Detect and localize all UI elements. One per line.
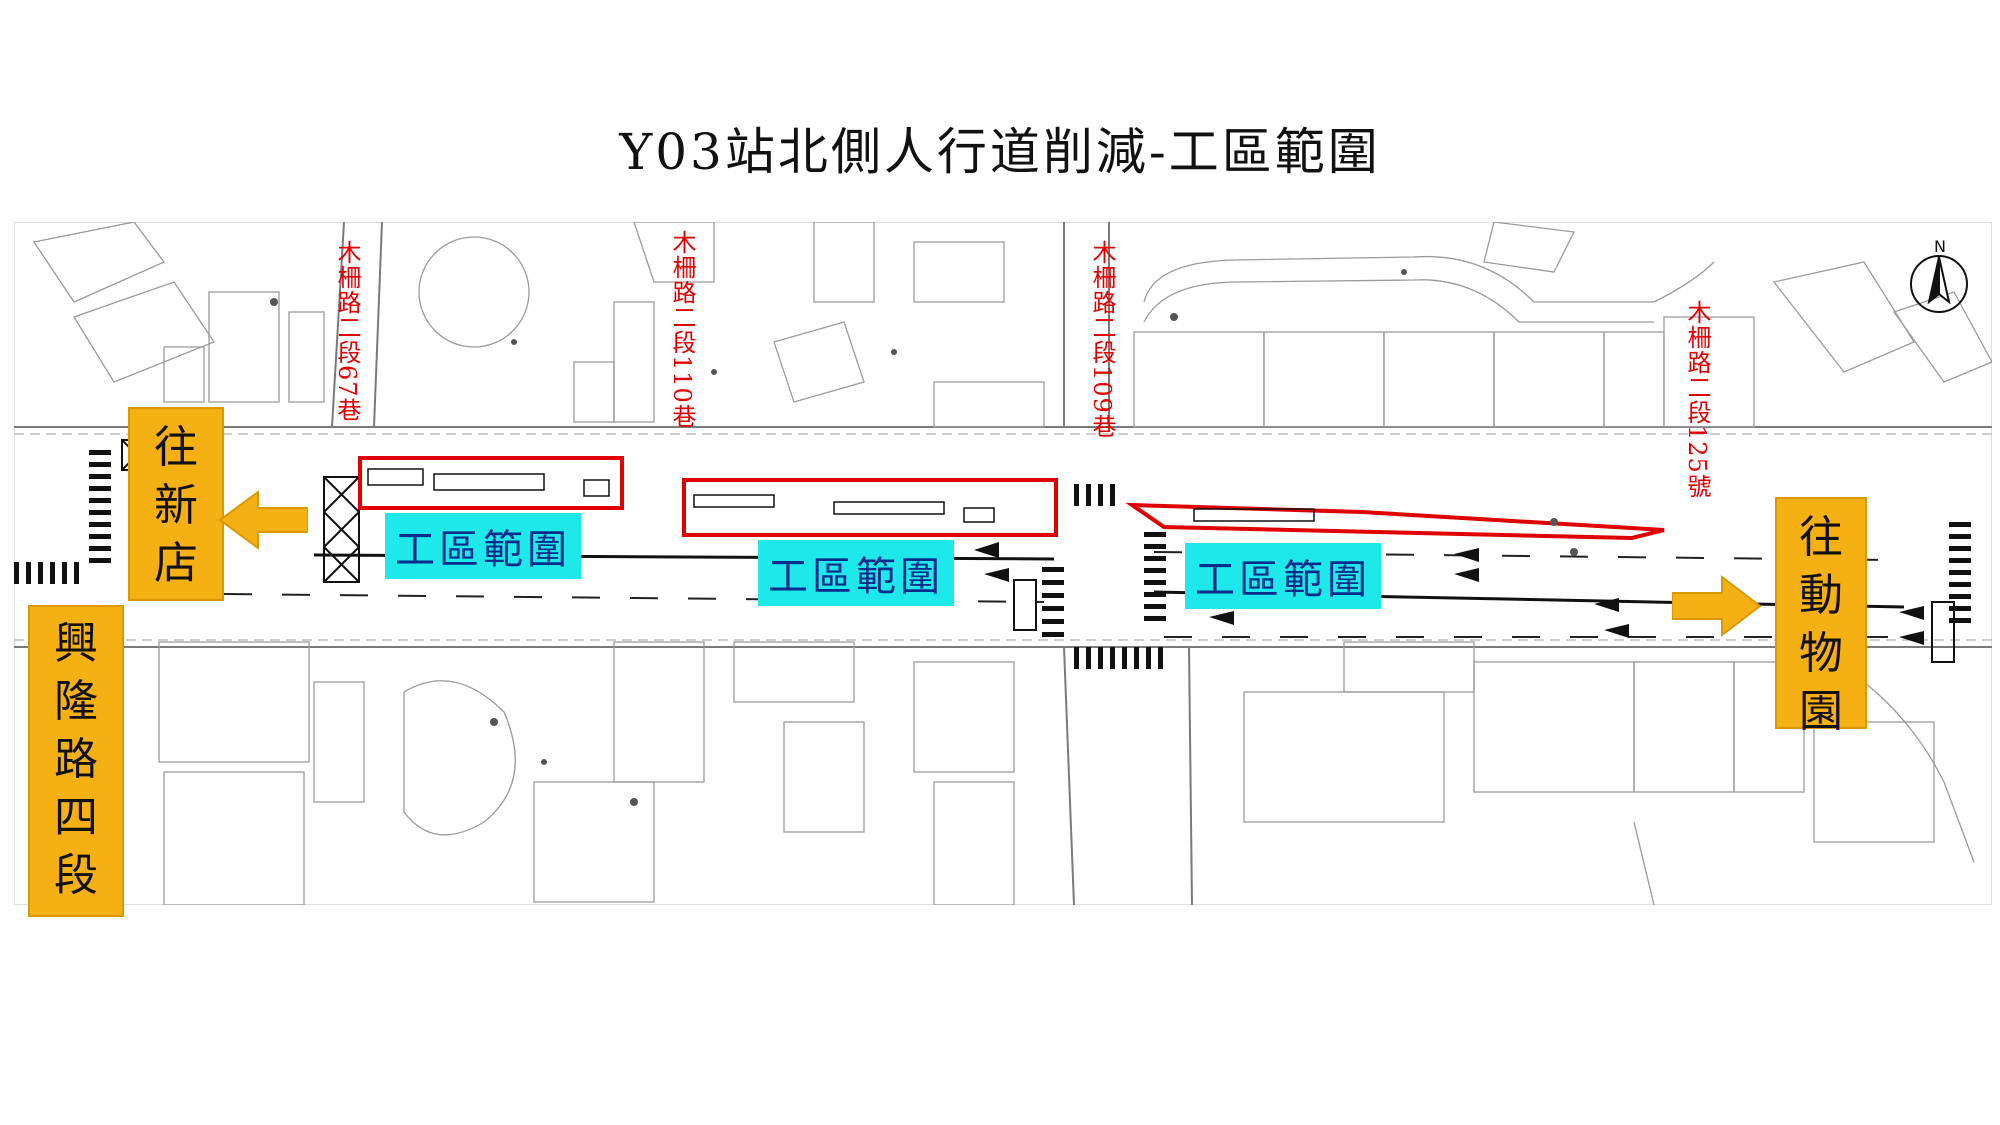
north-label: N <box>1934 237 1946 256</box>
direction-xindian-char-2: 新 <box>154 480 198 531</box>
direction-zoo-char-1: 往 <box>1799 512 1843 563</box>
site-map: N <box>14 222 1992 905</box>
direction-xinglong-char-5: 段 <box>54 850 98 901</box>
direction-zoo-char-3: 物 <box>1799 628 1843 679</box>
work-zone-label-3: 工區範圍 <box>1185 543 1381 609</box>
arrow-left-icon <box>218 490 308 550</box>
direction-xindian-char-1: 往 <box>154 422 198 473</box>
street-label-125: 木柵路二段125號 <box>1683 300 1711 499</box>
direction-xinglong-char-1: 興 <box>54 618 98 669</box>
street-label-110: 木柵路二段110巷 <box>668 230 696 429</box>
arrow-right-icon <box>1672 575 1762 637</box>
work-zone-label-1: 工區範圍 <box>385 513 581 579</box>
work-zone-label-2: 工區範圍 <box>758 540 954 606</box>
direction-zoo-char-4: 園 <box>1799 686 1843 737</box>
direction-xinglong-char-3: 路 <box>54 734 98 785</box>
crosswalk-west <box>89 450 111 563</box>
direction-xinglong: 興 隆 路 四 段 <box>28 605 124 917</box>
street-label-109: 木柵路二段109巷 <box>1088 240 1116 439</box>
direction-zoo: 往 動 物 園 <box>1775 497 1867 737</box>
direction-xinglong-char-2: 隆 <box>54 676 98 727</box>
direction-xindian-char-3: 店 <box>154 538 198 589</box>
direction-xindian: 往 新 店 <box>128 407 224 601</box>
street-label-67: 木柵路二段67巷 <box>333 240 361 423</box>
direction-zoo-char-2: 動 <box>1799 570 1843 621</box>
page-title: Y03站北側人行道削減-工區範圍 <box>619 123 1381 181</box>
direction-xinglong-char-4: 四 <box>54 792 98 843</box>
north-arrow-icon <box>1910 255 1968 313</box>
